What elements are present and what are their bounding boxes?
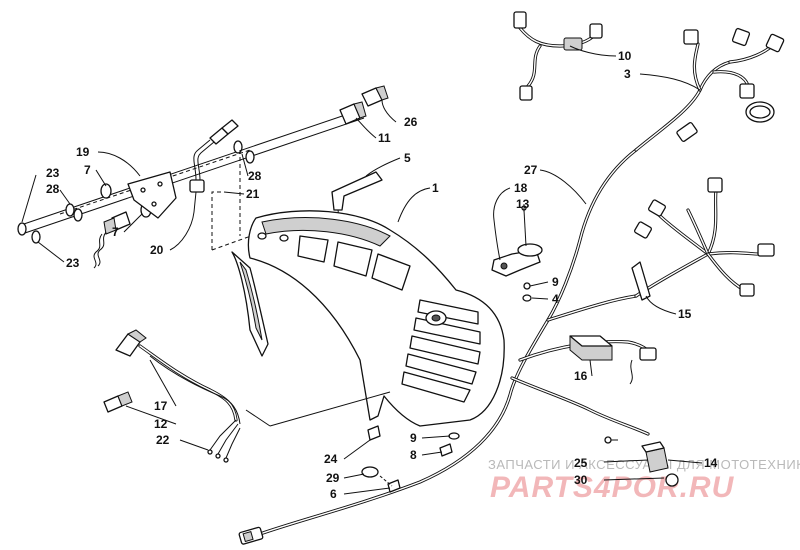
callout-23-upper: 23 xyxy=(46,166,60,180)
module-16 xyxy=(569,335,613,361)
callout-labels: 1 3 4 5 6 7 7 8 9 9 10 11 12 13 14 15 16… xyxy=(46,49,718,501)
callout-18: 18 xyxy=(514,181,528,195)
connector-3e xyxy=(676,122,698,142)
connector-right-16 xyxy=(629,347,657,385)
callout-21: 21 xyxy=(246,187,260,201)
washer-28 xyxy=(65,203,75,217)
connector-3b xyxy=(731,27,751,47)
wiring-harness-branch-15 xyxy=(631,177,775,301)
callout-5: 5 xyxy=(404,151,411,165)
connector-3a xyxy=(683,29,699,45)
callout-20: 20 xyxy=(150,243,164,257)
callout-7-upper: 7 xyxy=(84,163,91,177)
washer-28c xyxy=(233,140,243,154)
connector-3c xyxy=(765,33,785,53)
callout-30: 30 xyxy=(574,473,588,487)
bracket-19 xyxy=(127,171,177,219)
callout-14: 14 xyxy=(704,456,718,470)
callout-8: 8 xyxy=(410,448,417,462)
leader-lines xyxy=(21,45,703,495)
connector-10b xyxy=(589,23,603,39)
wiring-harness-10 xyxy=(513,11,603,101)
watermark: ЗАПЧАСТИ И АКСЕССУАРЫ ДЛЯ МОТОТЕХНИКИ PA… xyxy=(488,457,800,504)
switch-26 xyxy=(361,85,389,107)
switch-20 xyxy=(93,211,131,269)
throttle-switch-17 xyxy=(115,329,241,425)
callout-4: 4 xyxy=(552,292,559,306)
fasteners-bottom xyxy=(361,425,460,493)
bracket-18 xyxy=(491,205,543,302)
callout-10: 10 xyxy=(618,49,632,63)
callout-23-lower: 23 xyxy=(66,256,80,270)
clamp-ring xyxy=(745,101,775,123)
switch-12 xyxy=(103,391,133,413)
watermark-tagline: ЗАПЧАСТИ И АКСЕССУАРЫ ДЛЯ МОТОТЕХНИКИ xyxy=(488,457,800,472)
callout-24: 24 xyxy=(324,452,338,466)
callout-1: 1 xyxy=(432,181,439,195)
callout-29: 29 xyxy=(326,471,340,485)
washer-23b xyxy=(31,230,41,244)
switch-11 xyxy=(339,101,367,125)
callout-7-lower: 7 xyxy=(112,225,119,239)
leader-17-extra xyxy=(245,409,271,427)
connector-3d xyxy=(739,83,755,99)
callout-16: 16 xyxy=(574,369,588,383)
callout-26: 26 xyxy=(404,115,418,129)
washer-28b xyxy=(73,208,83,222)
watermark-brand: PARTS4POR.RU xyxy=(490,471,735,504)
wiring-harness-3 xyxy=(634,27,785,152)
callout-12: 12 xyxy=(154,417,168,431)
washer-23a xyxy=(17,222,27,236)
callout-25: 25 xyxy=(574,456,588,470)
switch-14 xyxy=(604,436,679,487)
callout-6: 6 xyxy=(330,487,337,501)
connector-10a xyxy=(513,11,527,29)
wire-terminals-22 xyxy=(207,419,241,463)
console-hood-1 xyxy=(231,210,505,427)
callout-9-lower: 9 xyxy=(410,431,417,445)
callout-3: 3 xyxy=(624,67,631,81)
callout-28-right: 28 xyxy=(248,169,262,183)
callout-27: 27 xyxy=(524,163,538,177)
leader-hood-lower xyxy=(269,391,391,427)
connector-10d xyxy=(563,37,583,51)
callout-15: 15 xyxy=(678,307,692,321)
callout-28-left: 28 xyxy=(46,182,60,196)
washer-28d xyxy=(245,150,255,164)
callout-19: 19 xyxy=(76,145,90,159)
callout-22: 22 xyxy=(156,433,170,447)
switch-21 xyxy=(189,119,239,193)
connector-10c xyxy=(519,85,533,101)
washer-7a xyxy=(100,183,112,199)
callout-9-right: 9 xyxy=(552,275,559,289)
callout-13: 13 xyxy=(516,197,530,211)
callout-17: 17 xyxy=(154,399,168,413)
callout-11: 11 xyxy=(378,131,391,145)
